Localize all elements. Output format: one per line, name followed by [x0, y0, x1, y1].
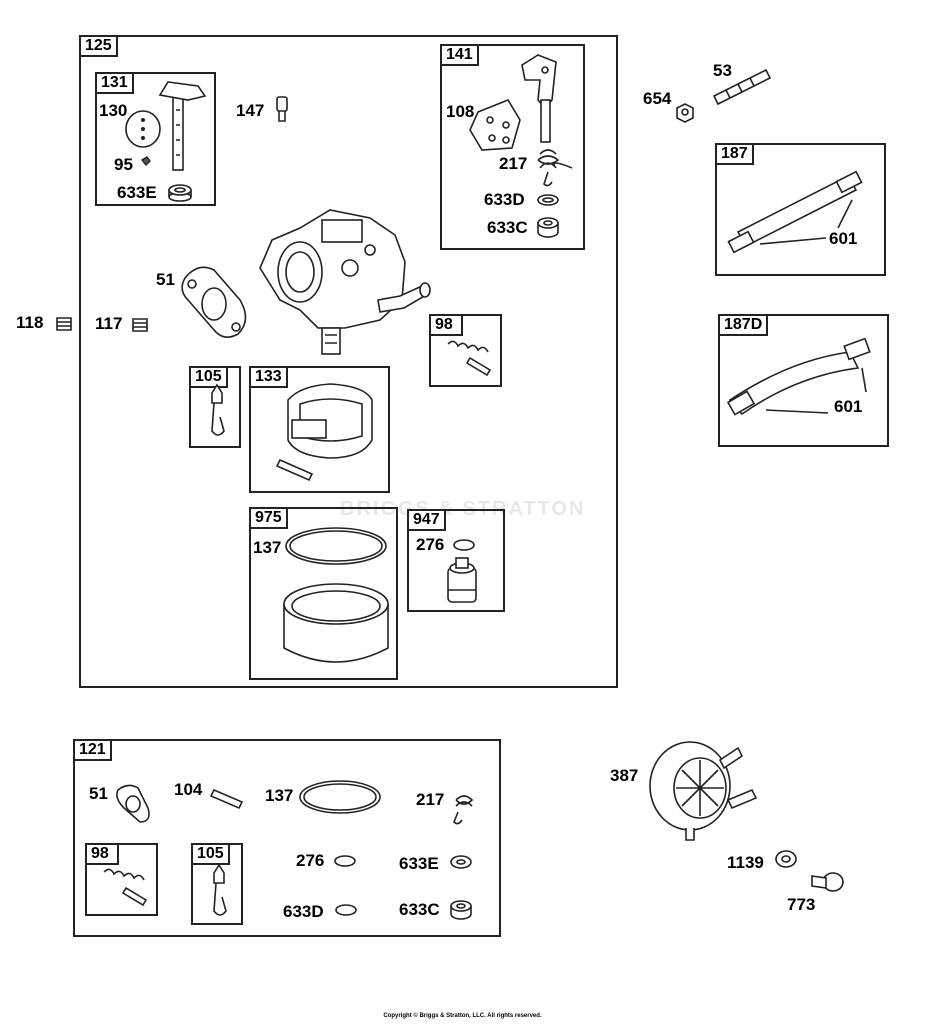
- adjust-screw-part: [447, 340, 492, 377]
- spring-part: [537, 149, 573, 187]
- kit-box-105: 105: [189, 366, 241, 448]
- part-callout: 117: [95, 314, 123, 333]
- part-callout: 387: [610, 766, 639, 785]
- float-part: [287, 383, 373, 459]
- kit-number: 121: [73, 739, 112, 761]
- part-callout: 130: [99, 101, 128, 120]
- jet-part: [132, 318, 148, 332]
- spring-part: [453, 795, 474, 825]
- kit-number: 975: [249, 507, 288, 529]
- main-jet-part: [56, 317, 72, 331]
- fuel-pump-part: [649, 741, 758, 841]
- kit-number: 98: [429, 314, 463, 336]
- part-callout: 633C: [487, 218, 528, 237]
- kit-box-133: 133: [249, 366, 390, 493]
- kit-box-947: 947: [407, 509, 505, 612]
- choke-lever-part: [521, 54, 557, 143]
- adjust-screw-part: [103, 868, 148, 907]
- part-callout: 217: [499, 154, 528, 173]
- part-callout: 118: [16, 313, 44, 332]
- seal-part: [450, 900, 472, 920]
- part-callout: 104: [174, 780, 203, 799]
- seal-part: [335, 904, 357, 916]
- part-callout: 773: [787, 895, 816, 914]
- kit-box-187d: 187D: [718, 314, 889, 447]
- fuel-line-part: [727, 170, 863, 254]
- washer-part: [775, 850, 797, 868]
- kit-box-187: 187: [715, 143, 886, 276]
- o-ring-part: [299, 780, 381, 814]
- o-ring-part: [285, 527, 387, 565]
- throttle-shaft-part: [158, 81, 207, 171]
- inlet-needle-part: [213, 863, 227, 916]
- part-callout: 633C: [399, 900, 440, 919]
- part-callout: 137: [253, 538, 282, 557]
- kit-number: 133: [249, 366, 288, 388]
- part-callout: 601: [829, 229, 858, 248]
- kit-box-98: 98: [429, 314, 502, 387]
- kit-number: 105: [189, 366, 228, 388]
- leader-line: [765, 367, 867, 414]
- idle-screw-part: [276, 96, 288, 122]
- gasket-part: [116, 784, 150, 823]
- part-callout: 276: [416, 535, 445, 554]
- seal-part: [168, 184, 192, 202]
- part-callout: 147: [236, 101, 265, 120]
- float-pin-part: [275, 458, 314, 482]
- seal-part: [537, 194, 559, 206]
- fuel-stud-part: [712, 68, 772, 106]
- part-callout: 137: [265, 786, 294, 805]
- throttle-plate-part: [125, 110, 161, 148]
- kit-box-121: 121: [73, 739, 501, 937]
- kit-box-131: 131: [95, 72, 216, 206]
- part-callout: 51: [156, 270, 175, 289]
- kit-number: 187: [715, 143, 754, 165]
- part-callout: 633D: [484, 190, 525, 209]
- part-callout: 1139: [727, 853, 764, 872]
- kit-number: 141: [440, 44, 479, 66]
- kit-number: 947: [407, 509, 446, 531]
- part-callout: 601: [834, 397, 863, 416]
- screw-part: [140, 156, 151, 167]
- kit-box-98-b: 98: [85, 843, 158, 916]
- seal-part: [450, 855, 472, 869]
- kit-number: 125: [79, 35, 118, 57]
- nut-part: [676, 103, 694, 123]
- part-callout: 633E: [117, 183, 157, 202]
- part-callout: 108: [446, 102, 475, 121]
- carburetor-part: [259, 209, 431, 355]
- float-pin-part: [209, 788, 244, 810]
- part-callout: 276: [296, 851, 325, 870]
- part-callout: 633E: [399, 854, 439, 873]
- seal-part: [537, 217, 559, 238]
- part-callout: 51: [89, 784, 108, 803]
- part-callout: 633D: [283, 902, 324, 921]
- choke-plate-part: [469, 99, 521, 151]
- kit-box-141: 141: [440, 44, 585, 250]
- float-bowl-part: [283, 583, 389, 663]
- gasket-part: [181, 266, 247, 338]
- part-callout: 95: [114, 155, 133, 174]
- kit-number: 98: [85, 843, 119, 865]
- pin-part: [811, 872, 844, 892]
- seal-part: [334, 855, 356, 867]
- kit-box-125: 125: [79, 35, 618, 688]
- fuel-line-part: [726, 337, 871, 416]
- part-callout: 217: [416, 790, 445, 809]
- part-callout: 53: [713, 61, 732, 80]
- kit-number: 105: [191, 843, 230, 865]
- leader-line: [759, 199, 853, 245]
- kit-number: 131: [95, 72, 134, 94]
- seal-part: [453, 539, 475, 551]
- kit-box-105-b: 105: [191, 843, 243, 925]
- kit-box-975: 975: [249, 507, 398, 680]
- kit-number: 187D: [718, 314, 769, 336]
- inlet-needle-part: [211, 383, 225, 436]
- copyright-notice: Copyright © Briggs & Stratton, LLC. All …: [383, 1013, 542, 1019]
- part-callout: 654: [643, 89, 672, 108]
- solenoid-part: [447, 557, 477, 603]
